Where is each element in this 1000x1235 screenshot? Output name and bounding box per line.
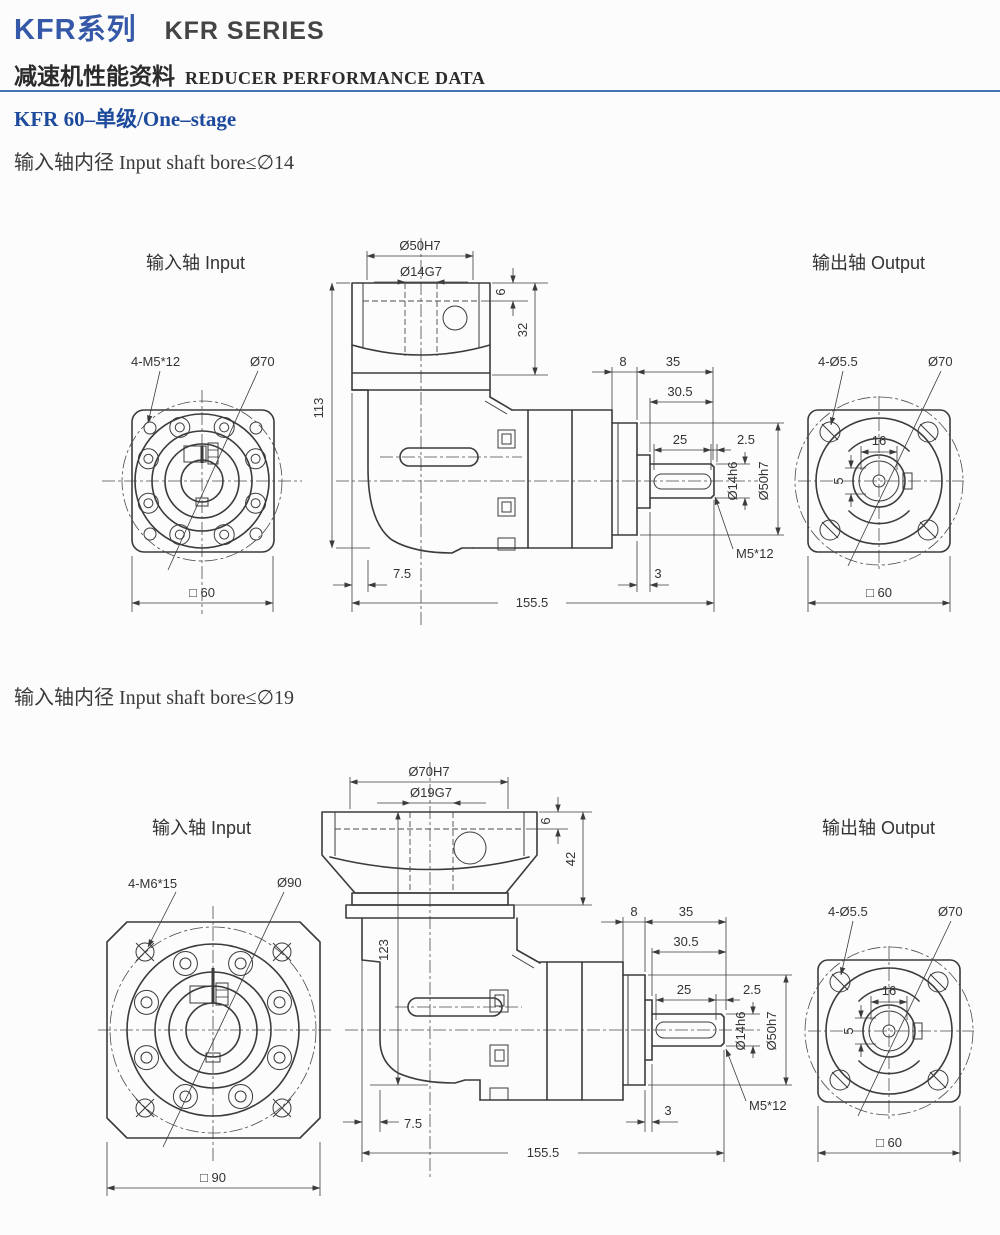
mount-holes bbox=[819, 421, 939, 541]
dim-bore-outer: Ø50H7 bbox=[399, 238, 440, 253]
mount-holes bbox=[829, 971, 949, 1091]
dim-flange-width: 8 bbox=[619, 354, 626, 369]
dim-clamp-depth: 42 bbox=[563, 852, 578, 866]
dim-key-width: 16 bbox=[882, 983, 896, 998]
dim-output-bolt-circle: Ø70 bbox=[938, 904, 963, 919]
face-slots bbox=[489, 989, 509, 1101]
dim-key-end: 2.5 bbox=[737, 432, 755, 447]
dim-pilot-depth: 6 bbox=[538, 817, 553, 824]
dim-height: 123 bbox=[376, 939, 391, 961]
dim-input-flange-holes: 4-M5*12 bbox=[131, 354, 180, 369]
dim-input-bolt-circle: Ø90 bbox=[277, 875, 302, 890]
dim-key-height: 5 bbox=[841, 1027, 856, 1034]
dim-pilot-dia: Ø50h7 bbox=[764, 1011, 779, 1050]
header-rule bbox=[0, 90, 1000, 92]
clamp-bolt-holes bbox=[137, 416, 267, 546]
input-flange-view: 4-M6*15 Ø90 □ 90 bbox=[98, 875, 332, 1196]
dim-shaft-len: 30.5 bbox=[667, 384, 692, 399]
face-slots bbox=[497, 429, 516, 551]
dim-tap: M5*12 bbox=[749, 1098, 787, 1113]
dim-left-offset: 7.5 bbox=[404, 1116, 422, 1131]
dim-bore-inner: Ø19G7 bbox=[410, 785, 452, 800]
dim-key-height: 5 bbox=[831, 477, 846, 484]
dim-input-flange-holes: 4-M6*15 bbox=[128, 876, 177, 891]
page-title-en: KFR SERIES bbox=[164, 17, 325, 45]
dim-key-width: 16 bbox=[872, 433, 886, 448]
output-view-label: 输出轴 Output bbox=[822, 818, 935, 838]
keyway-detail bbox=[189, 968, 229, 1063]
dim-pilot-dia: Ø50h7 bbox=[756, 461, 771, 500]
dim-pilot-depth: 6 bbox=[493, 288, 508, 295]
dim-height: 113 bbox=[311, 398, 326, 419]
dim-key-len: 25 bbox=[673, 432, 687, 447]
dim-total-length: 155.5 bbox=[516, 595, 549, 610]
section-title: KFR 60–单级/One–stage bbox=[14, 107, 237, 131]
dim-tip: 3 bbox=[664, 1103, 671, 1118]
dim-total-length: 155.5 bbox=[527, 1145, 560, 1160]
dim-key-end: 2.5 bbox=[743, 982, 761, 997]
dim-key-len: 25 bbox=[677, 982, 691, 997]
dim-input-square: □ 60 bbox=[189, 585, 215, 600]
corner-tap-holes bbox=[135, 942, 292, 1118]
input-view-label: 输入轴 Input bbox=[152, 818, 251, 838]
dim-shaft-len: 30.5 bbox=[673, 934, 698, 949]
page-header: KFR系列 KFR SERIES bbox=[14, 6, 325, 48]
note-bore-14: 输入轴内径 Input shaft bore≤∅14 bbox=[14, 152, 295, 174]
dim-clamp-depth: 32 bbox=[515, 323, 530, 337]
output-flange-view: 4-Ø5.5 Ø70 16 5 □ 60 bbox=[804, 904, 974, 1162]
dim-shaft-total: 35 bbox=[666, 354, 680, 369]
input-flange-view: 4-M5*12 Ø70 □ 60 bbox=[102, 354, 302, 614]
page-subtitle-zh: 减速机性能资料 bbox=[14, 64, 175, 89]
dim-output-flange-holes: 4-Ø5.5 bbox=[818, 354, 858, 369]
dim-output-flange-holes: 4-Ø5.5 bbox=[828, 904, 868, 919]
drawing-one-stage-bore19: 输入轴 Input 输出轴 Output bbox=[98, 762, 974, 1196]
note-bore-19: 输入轴内径 Input shaft bore≤∅19 bbox=[14, 687, 295, 709]
side-view: Ø70H7 Ø19G7 6 42 123 8 35 bbox=[321, 762, 792, 1180]
dim-left-offset: 7.5 bbox=[393, 566, 411, 581]
dim-flange-width: 8 bbox=[630, 904, 637, 919]
dim-output-bolt-circle: Ø70 bbox=[928, 354, 953, 369]
input-view-label: 输入轴 Input bbox=[146, 253, 245, 273]
dim-shaft-total: 35 bbox=[679, 904, 693, 919]
page-subtitle-en: REDUCER PERFORMANCE DATA bbox=[185, 68, 486, 88]
dim-input-bolt-circle: Ø70 bbox=[250, 354, 275, 369]
dim-tip: 3 bbox=[654, 566, 661, 581]
output-flange-view: 4-Ø5.5 Ø70 16 5 □ 60 bbox=[794, 354, 964, 612]
keyway-detail bbox=[183, 442, 219, 507]
side-view: Ø50H7 Ø14G7 6 32 113 8 35 bbox=[311, 238, 784, 628]
output-view-label: 输出轴 Output bbox=[812, 253, 925, 273]
dim-bore-inner: Ø14G7 bbox=[400, 264, 442, 279]
page-title-zh: KFR系列 bbox=[14, 14, 137, 46]
drawing-one-stage-bore14: 输入轴 Input 输出轴 Output bbox=[102, 238, 964, 628]
clamp-bolt-holes bbox=[134, 951, 292, 1109]
dim-output-square: □ 60 bbox=[876, 1135, 902, 1150]
dim-output-square: □ 60 bbox=[866, 585, 892, 600]
dim-tap: M5*12 bbox=[736, 546, 774, 561]
dim-shaft-dia: Ø14h6 bbox=[725, 461, 740, 500]
page-subtitle: 减速机性能资料 REDUCER PERFORMANCE DATA bbox=[14, 57, 485, 91]
dim-bore-outer: Ø70H7 bbox=[408, 764, 449, 779]
dim-input-square: □ 90 bbox=[200, 1170, 226, 1185]
dim-shaft-dia: Ø14h6 bbox=[733, 1011, 748, 1050]
